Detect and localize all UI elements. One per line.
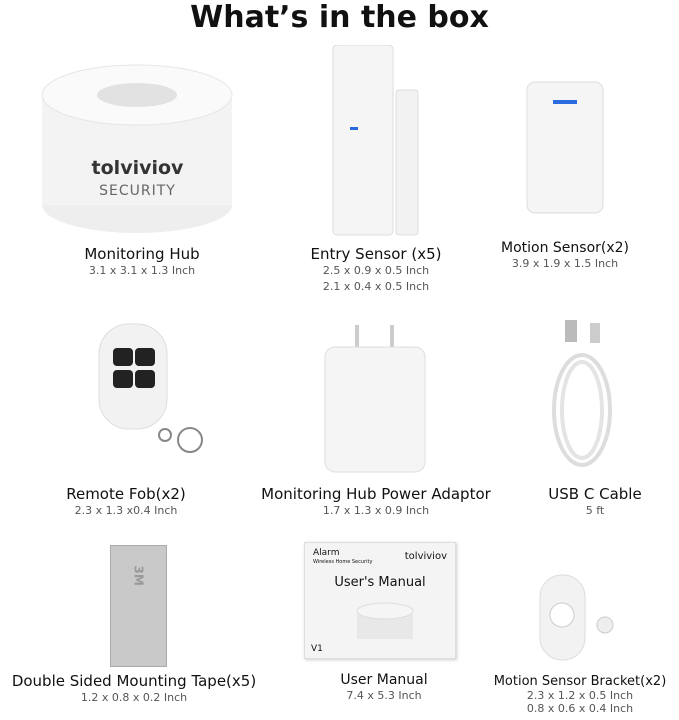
tape-logo: 3M [131, 565, 146, 586]
item-dimension: 2.5 x 0.9 x 0.5 Inch [322, 264, 430, 277]
item-usb-cable: USB C Cable 5 ft [495, 485, 679, 519]
item-mounting-tape: Double Sided Mounting Tape(x5) 1.2 x 0.8… [0, 672, 268, 706]
item-user-manual: User Manual 7.4 x 5.3 Inch [284, 672, 484, 704]
item-name: User Manual [340, 672, 428, 688]
item-dimension: 1.2 x 0.8 x 0.2 Inch [80, 691, 188, 704]
item-name: Motion Sensor(x2) [500, 240, 630, 256]
item-motion-sensor: Motion Sensor(x2) 3.9 x 1.9 x 1.5 Inch [465, 240, 665, 272]
manual-heading: User's Manual [334, 575, 426, 590]
item-name: USB C Cable [548, 485, 642, 503]
item-dimension: 2.1 x 0.4 x 0.5 Inch [322, 280, 430, 293]
item-name: Double Sided Mounting Tape(x5) [11, 672, 257, 690]
item-entry-sensor: Entry Sensor (x5) 2.5 x 0.9 x 0.5 Inch 2… [276, 245, 476, 295]
remote-fob-image [98, 323, 203, 453]
item-name: Remote Fob(x2) [66, 485, 186, 503]
manual-subtitle: Wireless Home Security [313, 559, 373, 565]
item-dimension: 0.8 x 0.6 x 0.4 Inch [526, 702, 634, 715]
item-name: Monitoring Hub Power Adaptor [261, 485, 491, 503]
motion-sensor-image [526, 81, 604, 214]
hub-brand-sub: SECURITY [99, 183, 176, 199]
usb-cable-image [552, 320, 612, 467]
item-remote-fob: Remote Fob(x2) 2.3 x 1.3 x0.4 Inch [26, 485, 226, 519]
hub-brand: tolviviov [91, 157, 184, 179]
item-dimension: 3.9 x 1.9 x 1.5 Inch [511, 257, 619, 270]
item-dimension: 3.1 x 3.1 x 1.3 Inch [88, 264, 196, 277]
item-dimension: 1.7 x 1.3 x 0.9 Inch [322, 504, 430, 517]
item-name: Monitoring Hub [84, 245, 200, 263]
page-title: What’s in the box [190, 0, 489, 35]
mounting-tape-image: 3M [110, 545, 167, 667]
monitoring-hub-image: tolviviov SECURITY [40, 55, 235, 235]
item-motion-sensor-bracket: Motion Sensor Bracket(x2) 2.3 x 1.2 x 0.… [480, 674, 679, 715]
item-dimension: 5 ft [585, 504, 605, 517]
manual-alarm: Alarm [313, 548, 340, 558]
item-power-adaptor: Monitoring Hub Power Adaptor 1.7 x 1.3 x… [226, 485, 526, 519]
motion-sensor-bracket-image [539, 574, 614, 661]
item-dimension: 2.3 x 1.3 x0.4 Inch [74, 504, 178, 517]
manual-version: V1 [311, 644, 323, 654]
entry-sensor-image [332, 45, 419, 236]
item-monitoring-hub: Monitoring Hub 3.1 x 3.1 x 1.3 Inch [42, 245, 242, 279]
item-name: Entry Sensor (x5) [310, 245, 442, 263]
manual-brand: tolviviov [404, 551, 447, 562]
user-manual-image: Alarm Wireless Home Security tolviviov U… [304, 542, 456, 659]
item-dimension: 2.3 x 1.2 x 0.5 Inch [526, 689, 634, 702]
item-dimension: 7.4 x 5.3 Inch [346, 689, 422, 702]
power-adaptor-image [324, 325, 426, 473]
item-name: Motion Sensor Bracket(x2) [493, 674, 667, 689]
